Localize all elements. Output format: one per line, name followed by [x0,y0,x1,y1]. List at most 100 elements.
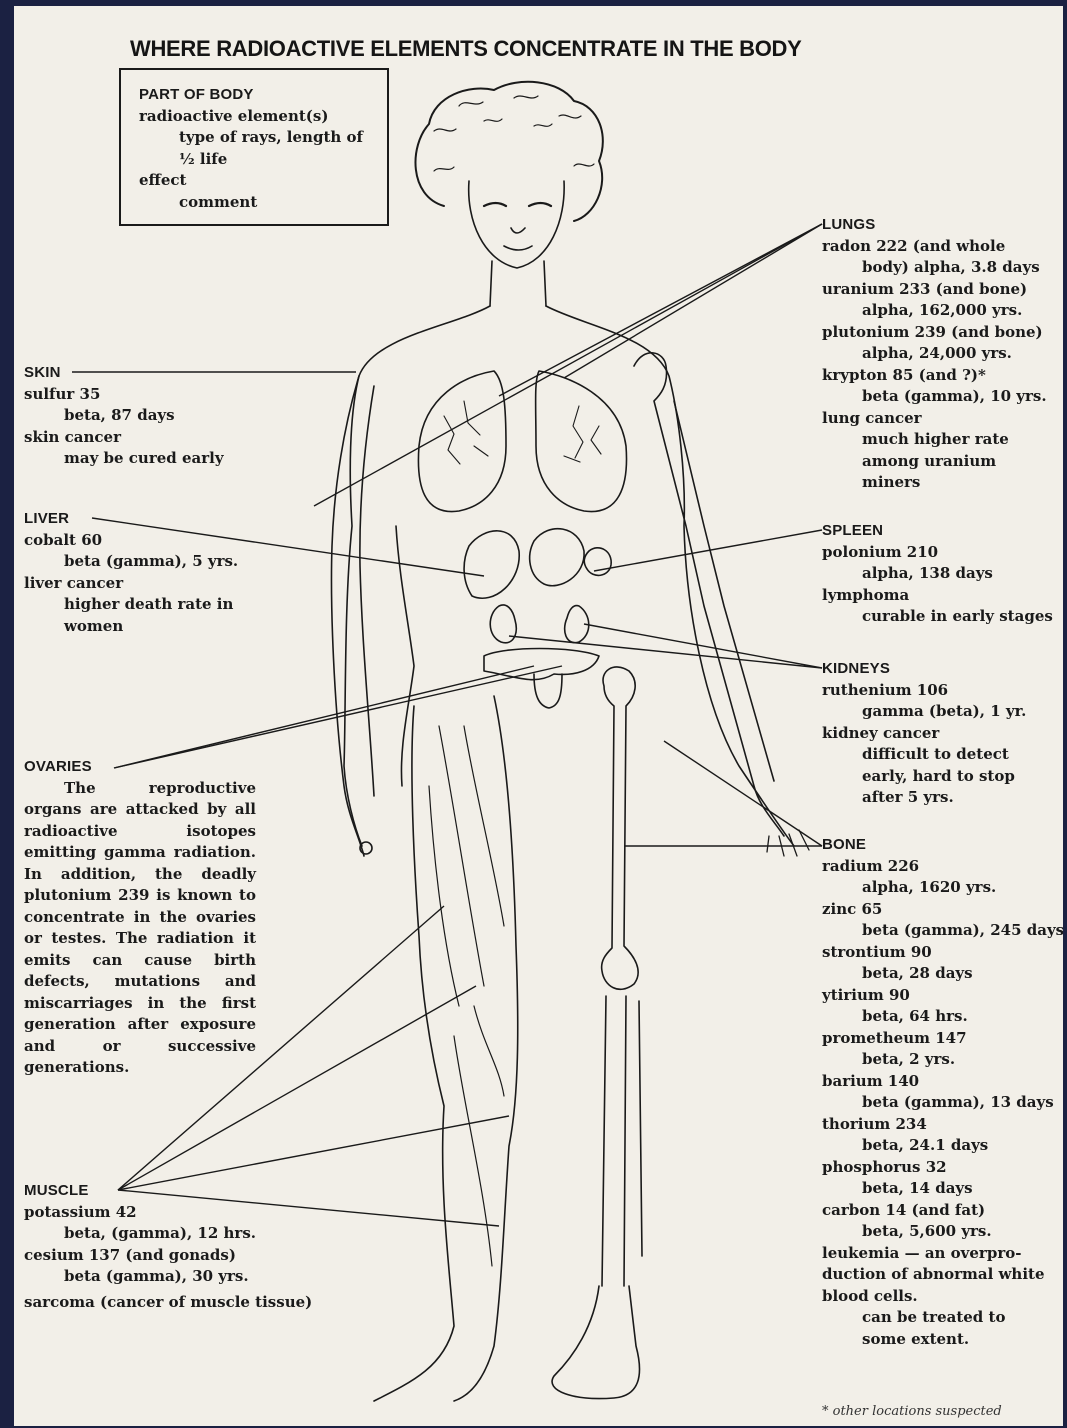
skin-line: may be cured early [24,448,224,470]
spleen-heading: SPLEEN [822,520,1053,542]
right-femur [602,667,639,989]
hair [415,82,602,221]
footnote: * other locations suspected [822,1404,1002,1419]
right-arm-bones [634,353,784,836]
bone-line: blood cells. [822,1286,1063,1308]
face [469,181,564,268]
bone-line: can be treated to [822,1307,1063,1329]
muscle-line: potassium 42 [24,1202,312,1224]
lungs-leader-3 [314,224,822,506]
bone-line: beta, 14 days [822,1178,1063,1200]
liver-line: cobalt 60 [24,530,238,552]
poster-page: WHERE RADIOACTIVE ELEMENTS CONCENTRATE I… [14,6,1063,1426]
spleen-line: polonium 210 [822,542,1053,564]
legend-rays: type of rays, length of [139,127,387,149]
skin-line: sulfur 35 [24,384,224,406]
skin-annotation: SKIN sulfur 35 beta, 87 days skin cancer… [24,362,224,470]
spleen-organ [584,548,611,576]
liver-line: liver cancer [24,573,238,595]
poster-title: WHERE RADIOACTIVE ELEMENTS CONCENTRATE I… [130,36,970,62]
stomach-organ [530,529,584,586]
skin-line: beta, 87 days [24,405,224,427]
bone-leader-2 [664,741,822,846]
lungs-line: lung cancer [822,408,1047,430]
legend-comment: comment [139,192,387,214]
muscle-annotation: MUSCLE potassium 42 beta, (gamma), 12 hr… [24,1180,312,1313]
liver-heading: LIVER [24,508,238,530]
kidneys-line: gamma (beta), 1 yr. [822,701,1026,723]
liver-line: women [24,616,238,638]
legend-half-life: ½ life [139,149,387,171]
kidneys-line: after 5 yrs. [822,787,1026,809]
muscle-line: beta, (gamma), 12 hrs. [24,1223,312,1245]
liver-annotation: LIVER cobalt 60 beta (gamma), 5 yrs. liv… [24,508,238,637]
lungs-line: uranium 233 (and bone) [822,279,1047,301]
kidneys-leader-2 [584,624,822,668]
bone-annotation: BONE radium 226 alpha, 1620 yrs. zinc 65… [822,834,1063,1350]
bone-line: beta (gamma), 245 days [822,920,1063,942]
left-kidney [490,605,516,643]
liver-line: beta (gamma), 5 yrs. [24,551,238,573]
bone-line: prometheum 147 [822,1028,1063,1050]
right-lung [536,371,627,512]
muscle-leader-3 [118,1116,509,1190]
bone-line: barium 140 [822,1071,1063,1093]
bone-line: beta, 28 days [822,963,1063,985]
bone-line: some extent. [822,1329,1063,1351]
muscle-line: sarcoma (cancer of muscle tissue) [24,1292,312,1314]
spleen-leader [594,530,822,571]
lungs-line: beta (gamma), 10 yrs. [822,386,1047,408]
kidneys-line: difficult to detect [822,744,1026,766]
bone-line: strontium 90 [822,942,1063,964]
bone-line: zinc 65 [822,899,1063,921]
lungs-heading: LUNGS [822,214,1047,236]
ovaries-annotation: OVARIES The reproductive organs are atta… [24,756,256,1079]
legend-element: radioactive element(s) [139,106,387,128]
legend-box: PART OF BODY radioactive element(s) type… [119,68,389,226]
lungs-line: body) alpha, 3.8 days [822,257,1047,279]
bone-line: phosphorus 32 [822,1157,1063,1179]
lungs-leader-1 [499,224,822,396]
liver-line: higher death rate in [24,594,238,616]
liver-organ [464,531,519,598]
bone-line: carbon 14 (and fat) [822,1200,1063,1222]
lungs-annotation: LUNGS radon 222 (and whole body) alpha, … [822,214,1047,494]
kidneys-line: kidney cancer [822,723,1026,745]
legend-effect: effect [139,170,387,192]
lungs-line: miners [822,472,1047,494]
legend-part-of-body: PART OF BODY [139,84,387,106]
bone-line: leukemia — an overpro- [822,1243,1063,1265]
kidneys-line: early, hard to stop [822,766,1026,788]
skin-heading: SKIN [24,362,224,384]
spleen-annotation: SPLEEN polonium 210 alpha, 138 days lymp… [822,520,1053,628]
kidneys-leader-1 [509,636,822,668]
muscle-heading: MUSCLE [24,1180,312,1202]
lungs-line: among uranium [822,451,1047,473]
bone-line: beta, 64 hrs. [822,1006,1063,1028]
spleen-line: curable in early stages [822,606,1053,628]
bone-line: beta, 24.1 days [822,1135,1063,1157]
bone-heading: BONE [822,834,1063,856]
spleen-line: alpha, 138 days [822,563,1053,585]
muscle-line: cesium 137 (and gonads) [24,1245,312,1267]
bone-line: thorium 234 [822,1114,1063,1136]
bone-line: duction of abnormal white [822,1264,1063,1286]
ovaries-leader-2 [114,666,562,768]
lungs-line: krypton 85 (and ?)* [822,365,1047,387]
right-tibia [602,996,642,1286]
bone-line: beta, 5,600 yrs. [822,1221,1063,1243]
left-leg [374,696,518,1401]
bone-line: alpha, 1620 yrs. [822,877,1063,899]
bone-line: ytirium 90 [822,985,1063,1007]
ovaries-heading: OVARIES [24,756,256,778]
kidneys-line: ruthenium 106 [822,680,1026,702]
lungs-line: radon 222 (and whole [822,236,1047,258]
lungs-leader-2 [564,224,822,378]
pelvis [484,649,599,680]
skin-line: skin cancer [24,427,224,449]
lungs-line: much higher rate [822,429,1047,451]
bone-line: beta (gamma), 13 days [822,1092,1063,1114]
lungs-line: alpha, 162,000 yrs. [822,300,1047,322]
kidneys-annotation: KIDNEYS ruthenium 106 gamma (beta), 1 yr… [822,658,1026,809]
